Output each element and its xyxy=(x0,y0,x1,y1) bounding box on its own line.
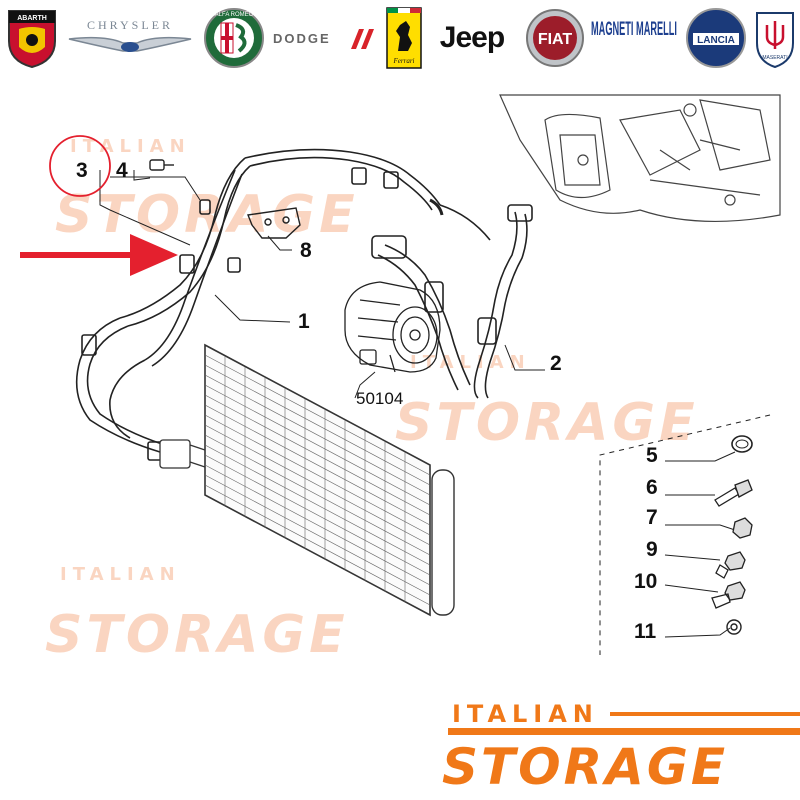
callout-6: 6 xyxy=(646,476,658,499)
bolt-6 xyxy=(714,479,753,507)
watermark-lower: ITALIAN STORAGE xyxy=(45,564,349,665)
lancia-shield-icon: LANCIA xyxy=(686,8,746,68)
chrysler-logo: CHRYSLER xyxy=(64,6,196,70)
watermark-upper: ITALIAN STORAGE xyxy=(55,136,359,245)
callouts: 3 4 8 1 2 50104 5 6 7 9 10 11 xyxy=(76,159,658,643)
brand-logo-bar: ABARTH CHRYSLER ALFA ROMEO DODGE xyxy=(0,0,800,80)
lancia-logo: LANCIA xyxy=(684,6,748,70)
watermark-right-line2: STORAGE xyxy=(395,393,699,453)
o-ring-5 xyxy=(731,435,753,453)
callout-1: 1 xyxy=(298,310,310,333)
abarth-wordmark: ABARTH xyxy=(17,15,47,22)
lancia-wordmark: LANCIA xyxy=(697,35,735,46)
alfa-romeo-badge-icon: ALFA ROMEO xyxy=(204,8,264,68)
stud-9 xyxy=(715,551,746,579)
jeep-wordmark-icon: Jeep xyxy=(439,21,505,54)
bolt-10 xyxy=(711,581,746,609)
parts-diagram-canvas: ITALIAN STORAGE ITALIAN STORAGE ITALIAN … xyxy=(20,94,781,665)
chrysler-wordmark: CHRYSLER xyxy=(87,18,173,32)
magneti-marelli-wordmark-icon: MAGNETI MARELLI xyxy=(591,19,677,40)
nut-7 xyxy=(732,517,753,539)
dodge-logo: DODGE xyxy=(270,6,376,70)
highlight-circle xyxy=(49,135,111,197)
maserati-logo: MASERATI xyxy=(752,6,798,70)
callout-8: 8 xyxy=(300,239,312,262)
maserati-trident-icon: MASERATI xyxy=(756,12,794,69)
callout-2: 2 xyxy=(550,352,562,375)
dodge-wordmark: DODGE xyxy=(273,31,331,46)
bracket-8 xyxy=(247,207,301,239)
alfa-romeo-wordmark: ALFA ROMEO xyxy=(215,12,254,18)
watermark-right-line1: ITALIAN xyxy=(410,352,531,373)
watermark-right: ITALIAN STORAGE xyxy=(395,352,699,453)
watermark-upper-line2: STORAGE xyxy=(55,185,359,245)
condenser xyxy=(159,343,455,617)
logo-bar-middle xyxy=(448,728,800,735)
fiat-wordmark: FIAT xyxy=(538,31,573,48)
watermark-lower-line1: ITALIAN xyxy=(60,564,181,585)
watermark-lower-line2: STORAGE xyxy=(45,605,349,665)
callout-9: 9 xyxy=(646,538,658,561)
chrysler-wings-icon: CHRYSLER xyxy=(68,18,192,52)
callout-10: 10 xyxy=(634,570,657,593)
suction-hose xyxy=(371,235,471,391)
logo-line1: ITALIAN xyxy=(452,700,599,728)
engine-block xyxy=(499,94,781,223)
watermark-upper-line1: ITALIAN xyxy=(70,136,191,157)
washer-11 xyxy=(726,619,742,635)
callout-11: 11 xyxy=(634,620,657,643)
ferrari-horse-icon: Ferrari xyxy=(386,7,422,69)
logo-line2: STORAGE xyxy=(442,738,729,796)
abarth-scorpion-icon: ABARTH xyxy=(8,10,56,69)
maserati-wordmark: MASERATI xyxy=(762,55,787,61)
alfa-romeo-logo: ALFA ROMEO xyxy=(202,6,266,70)
ac-compressor xyxy=(344,281,441,373)
fastener-panel xyxy=(599,414,771,655)
ferrari-logo: Ferrari xyxy=(384,6,424,70)
fitting-4 xyxy=(149,159,174,171)
logo-bar-top xyxy=(610,712,800,716)
magneti-marelli-logo: MAGNETI MARELLI xyxy=(588,6,680,70)
red-arrow-icon xyxy=(20,234,178,276)
callout-50104: 50104 xyxy=(356,389,403,408)
fiat-badge-icon: FIAT xyxy=(526,9,584,67)
callout-4: 4 xyxy=(116,159,128,182)
magneti-marelli-wordmark: MAGNETI MARELLI xyxy=(591,19,677,40)
callout-5: 5 xyxy=(646,444,658,467)
abarth-logo: ABARTH xyxy=(4,6,60,70)
hose-2 xyxy=(439,204,533,399)
fiat-logo: FIAT xyxy=(524,6,586,70)
ferrari-wordmark: Ferrari xyxy=(393,57,415,65)
parts-diagram: ITALIAN STORAGE ITALIAN STORAGE ITALIAN … xyxy=(0,80,800,700)
italian-storage-logo: ITALIAN STORAGE xyxy=(440,700,800,800)
hose-assembly-1 xyxy=(75,148,444,461)
callout-3: 3 xyxy=(76,159,88,182)
jeep-logo: Jeep xyxy=(428,6,516,70)
callout-7: 7 xyxy=(646,506,658,529)
dodge-stripes-icon: DODGE xyxy=(273,29,374,49)
